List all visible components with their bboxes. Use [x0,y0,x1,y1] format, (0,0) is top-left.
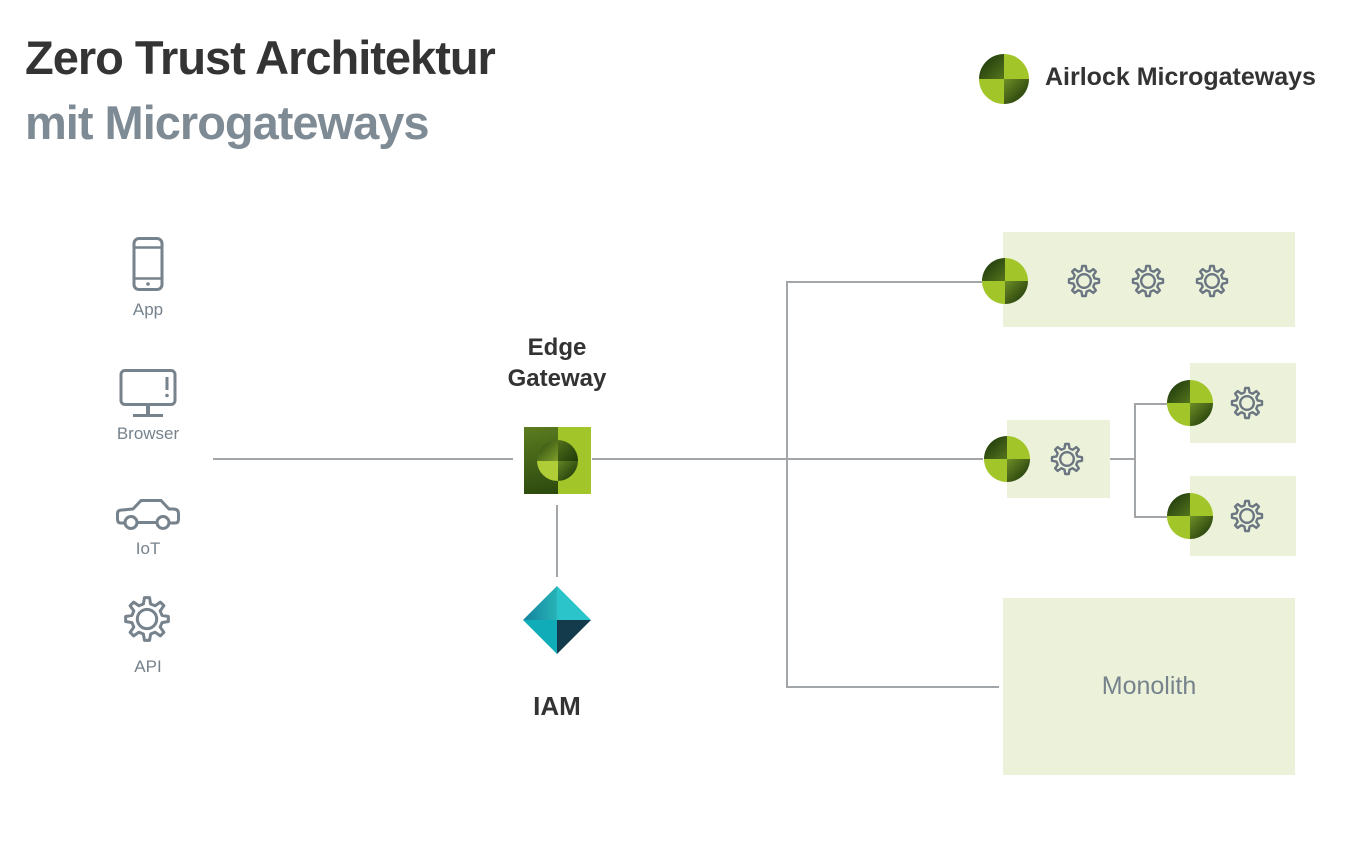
monitor-icon [115,368,181,420]
smartphone-icon [131,236,165,292]
microgateway-logo-icon [1167,493,1213,539]
microgateway-logo-icon [984,436,1030,482]
page-subtitle: mit Microgateways [25,96,430,149]
airlock-gateway-logo-icon [524,427,591,494]
line-branch-vertical [786,281,788,688]
line-gateway-to-iam [556,505,558,577]
page-title: Zero Trust Architektur [25,31,496,84]
microservices-row-box [1003,232,1295,327]
client-label-api: API [134,657,162,676]
gear-icon [1229,385,1265,421]
microgateway-logo-icon [1167,380,1213,426]
iam-label: IAM [533,691,581,721]
iam-diamond-icon [520,583,594,657]
line-clients-to-gateway [213,458,513,460]
line-chain-vertical [1134,403,1136,518]
car-icon [114,494,182,534]
client-label-app: App [132,300,164,319]
airlock-microgateway-logo-icon [979,54,1029,104]
line-chain-top [1135,403,1168,405]
edge-gateway-label: Edge Gateway [477,332,637,394]
edge-gateway-label-line2: Gateway [507,365,607,392]
gear-icon [1130,263,1166,299]
gear-icon [1049,441,1085,477]
monolith-label: Monolith [1101,672,1197,700]
microgateway-logo-icon [982,258,1028,304]
gear-icon [1194,263,1230,299]
legend-label: Airlock Microgateways [1045,63,1316,91]
gear-icon [1229,498,1265,534]
client-label-browser: Browser [116,424,180,443]
client-label-iot: IoT [135,539,161,558]
line-chain-bottom [1135,516,1168,518]
gear-icon [122,594,172,644]
edge-gateway-label-line1: Edge [527,334,587,361]
line-chain-out [1110,458,1136,460]
monolith-box: Monolith [1003,598,1295,775]
line-branch-monolith [787,686,999,688]
line-branch-top [787,281,983,283]
gear-icon [1066,263,1102,299]
